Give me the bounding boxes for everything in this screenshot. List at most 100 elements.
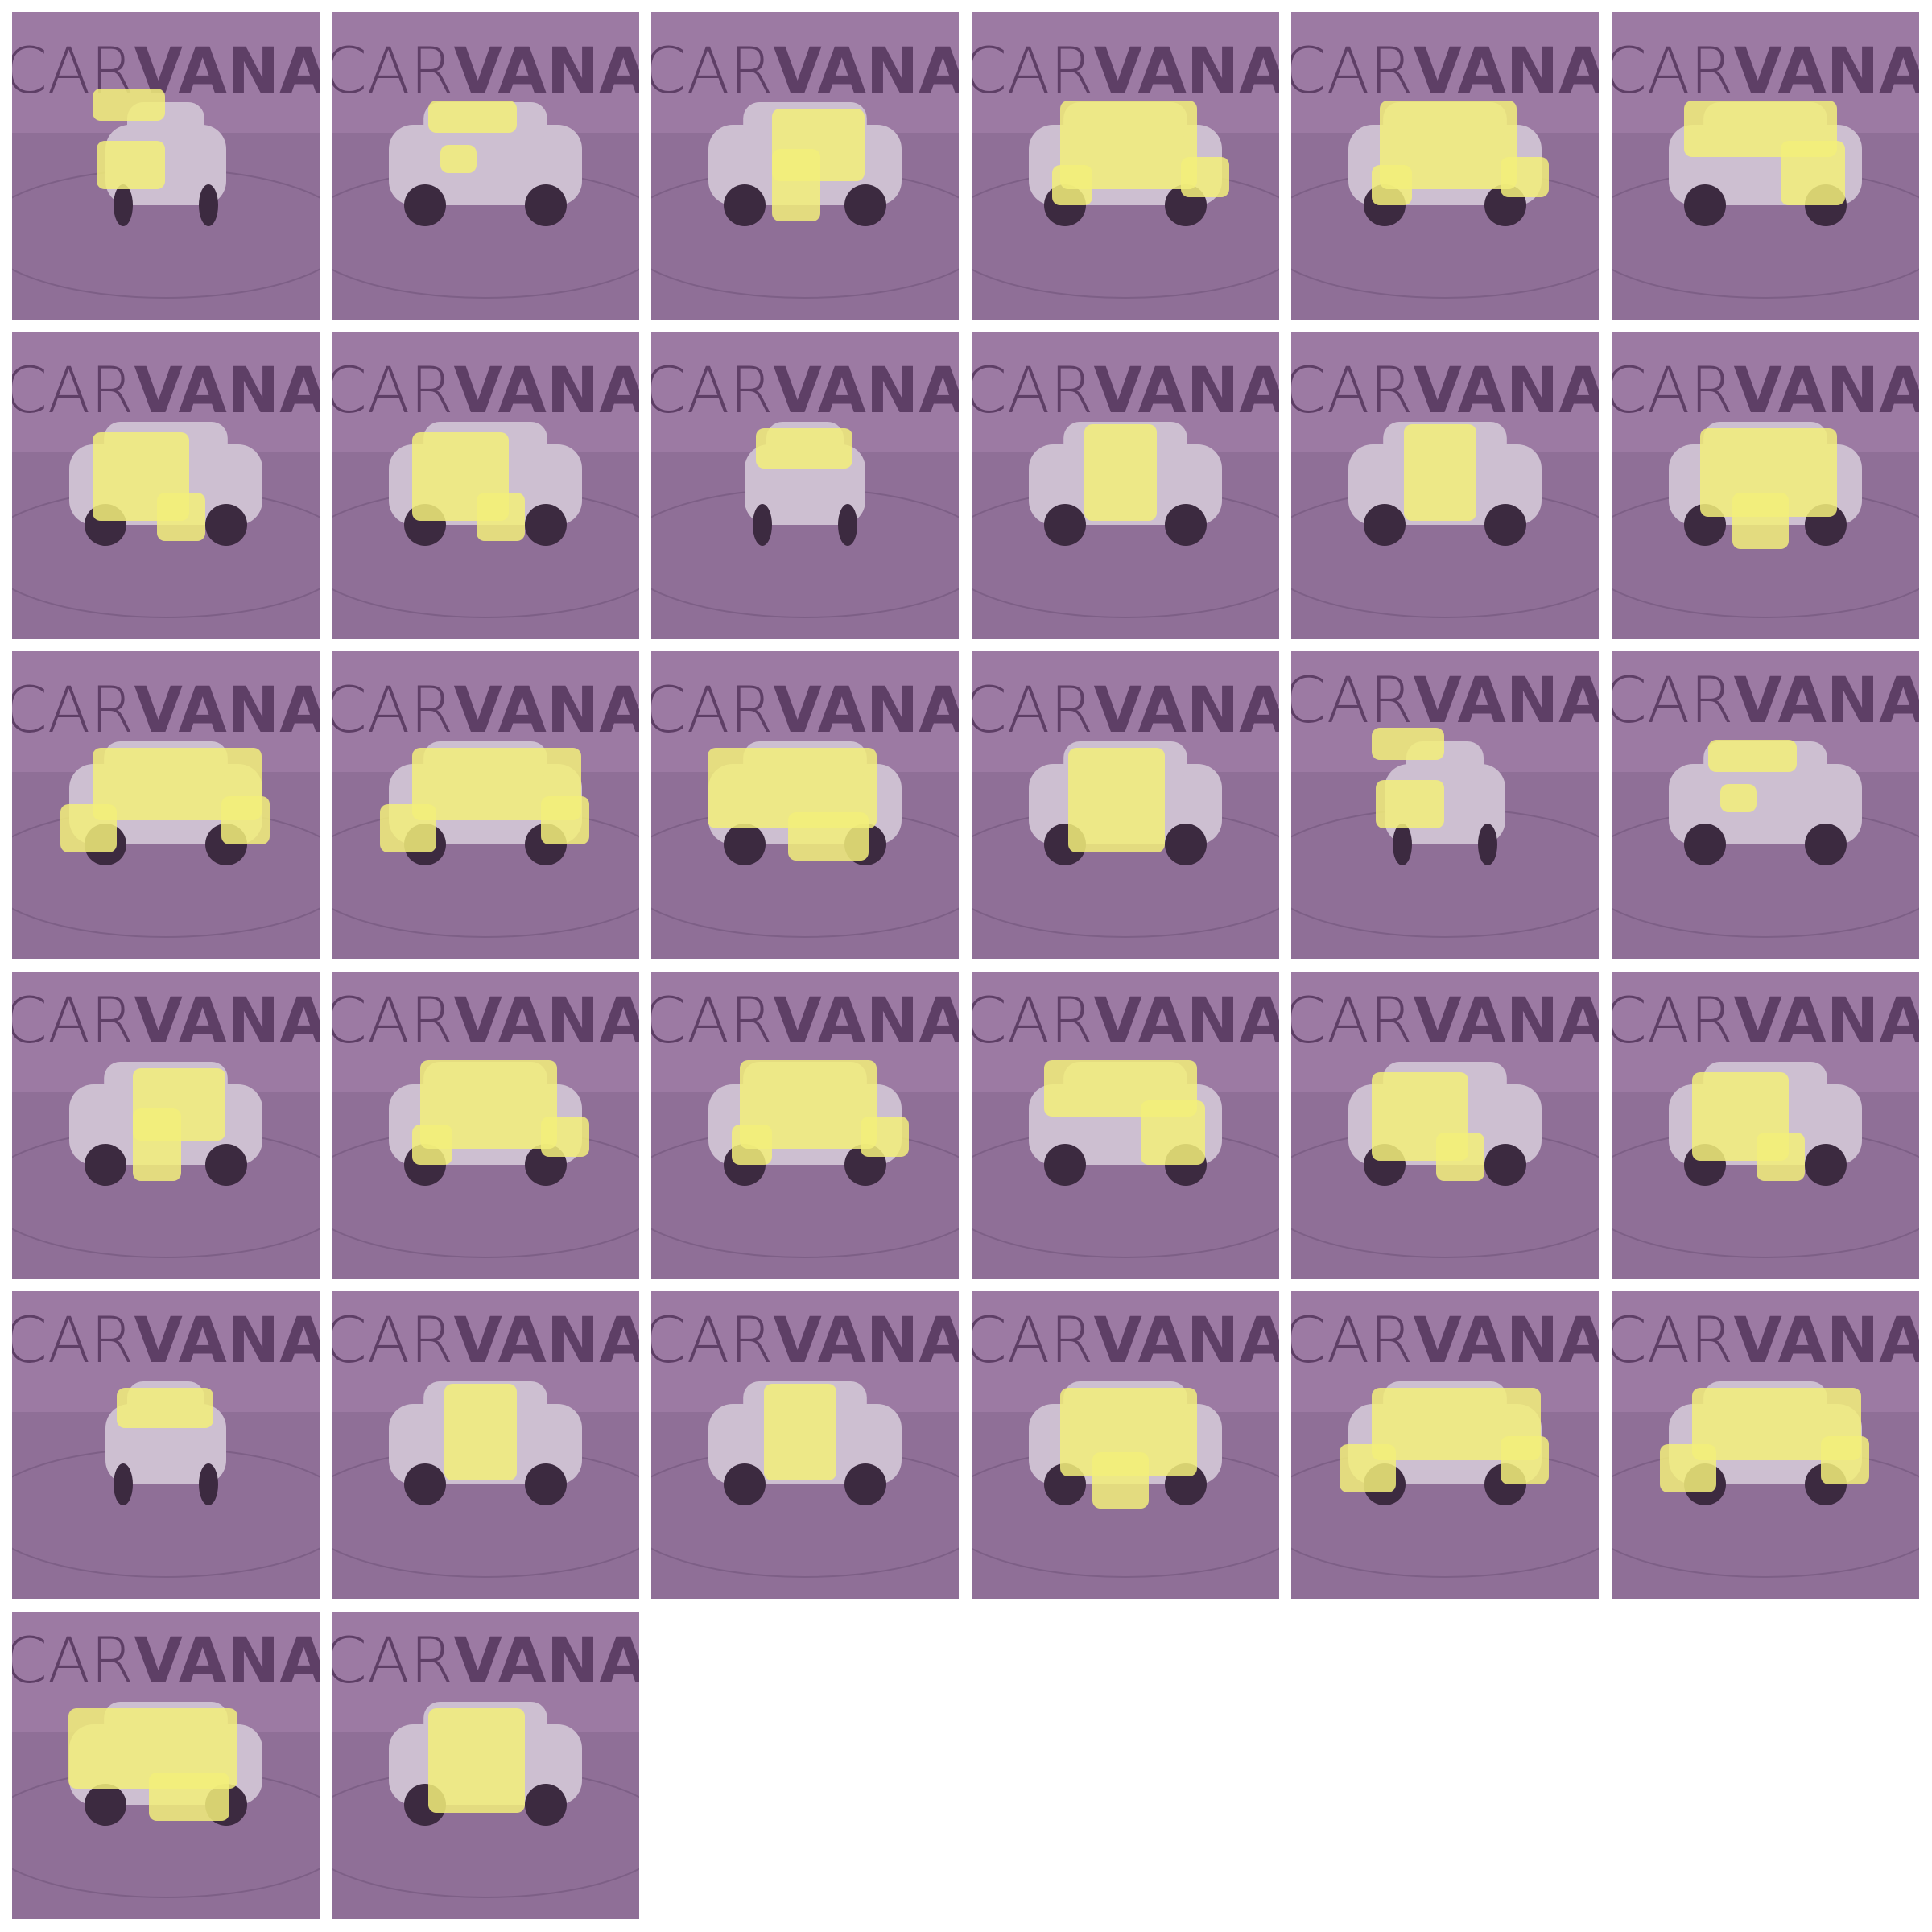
wheel — [724, 824, 766, 865]
logo-thin-text: CAR — [1291, 1305, 1413, 1377]
logo-bold-text: VANA — [1733, 1305, 1919, 1377]
logo-thin-text: CAR — [972, 1305, 1093, 1377]
logo-thin-text: CAR — [972, 35, 1093, 108]
car-image: CARVANA — [1291, 332, 1599, 639]
mask-region — [1068, 748, 1165, 852]
carvana-logo: CARVANA — [1291, 355, 1599, 427]
logo-bold-text: VANA — [773, 1305, 959, 1377]
carvana-logo: CARVANA — [651, 35, 959, 108]
car-image: CARVANA — [651, 972, 959, 1279]
carvana-logo: CARVANA — [972, 355, 1279, 427]
logo-thin-text: CAR — [1612, 1305, 1733, 1377]
wheel — [85, 1144, 126, 1186]
wheel — [1805, 824, 1847, 865]
mask-region — [1060, 101, 1197, 189]
car-image: CARVANA — [332, 12, 639, 320]
mask-region — [117, 1388, 213, 1428]
logo-thin-text: CAR — [651, 355, 773, 427]
mask-region — [440, 145, 477, 173]
mask-region — [764, 1384, 836, 1480]
car-image: CARVANA — [332, 1291, 639, 1599]
carvana-logo: CARVANA — [1612, 985, 1919, 1058]
logo-bold-text: VANA — [134, 985, 320, 1058]
logo-bold-text: VANA — [773, 985, 959, 1058]
logo-bold-text: VANA — [773, 675, 959, 747]
logo-bold-text: VANA — [1733, 985, 1919, 1058]
car-image: CARVANA — [12, 651, 320, 959]
logo-thin-text: CAR — [12, 1305, 134, 1377]
carvana-logo: CARVANA — [332, 675, 639, 747]
grid-tile: CARVANA — [1612, 332, 1919, 639]
mask-region — [1732, 493, 1789, 549]
logo-bold-text: VANA — [1093, 35, 1279, 108]
logo-thin-text: CAR — [12, 355, 134, 427]
carvana-logo: CARVANA — [12, 675, 320, 747]
car-image: CARVANA — [332, 651, 639, 959]
logo-thin-text: CAR — [1612, 665, 1733, 737]
grid-tile: CARVANA — [1291, 972, 1599, 1279]
mask-region — [772, 149, 820, 221]
logo-thin-text: CAR — [12, 985, 134, 1058]
carvana-logo: CARVANA — [1291, 665, 1599, 737]
car-image: CARVANA — [12, 12, 320, 320]
carvana-logo: CARVANA — [332, 985, 639, 1058]
car-image: CARVANA — [12, 972, 320, 1279]
mask-region — [541, 1117, 589, 1157]
car-image: CARVANA — [12, 1612, 320, 1919]
wheel — [404, 1463, 446, 1505]
carvana-logo: CARVANA — [1612, 355, 1919, 427]
logo-bold-text: VANA — [1413, 985, 1599, 1058]
grid-tile: CARVANA — [972, 972, 1279, 1279]
logo-bold-text: VANA — [453, 1305, 639, 1377]
grid-tile: CARVANA — [651, 972, 959, 1279]
grid-tile: CARVANA — [12, 12, 320, 320]
car-image: CARVANA — [972, 332, 1279, 639]
wheel — [199, 1463, 218, 1505]
mask-region — [1720, 784, 1757, 812]
carvana-logo: CARVANA — [12, 35, 320, 108]
mask-region — [1052, 165, 1092, 205]
wheel — [1478, 824, 1497, 865]
wheel — [525, 1784, 567, 1826]
grid-tile: CARVANA — [1612, 1291, 1919, 1599]
wheel — [1044, 504, 1086, 546]
mask-region — [93, 748, 262, 820]
grid-tile: CARVANA — [332, 12, 639, 320]
grid-tile: CARVANA — [332, 972, 639, 1279]
logo-bold-text: VANA — [134, 355, 320, 427]
logo-bold-text: VANA — [1093, 675, 1279, 747]
carvana-logo: CARVANA — [651, 675, 959, 747]
wheel — [114, 1463, 133, 1505]
wheel — [114, 184, 133, 226]
mask-region — [732, 1125, 772, 1165]
car-image: CARVANA — [651, 12, 959, 320]
carvana-logo: CARVANA — [1612, 1305, 1919, 1377]
carvana-logo: CARVANA — [972, 675, 1279, 747]
car-image: CARVANA — [651, 651, 959, 959]
mask-region — [149, 1773, 229, 1821]
wheel — [1484, 504, 1526, 546]
mask-region — [1376, 780, 1444, 828]
grid-tile: CARVANA — [1291, 1291, 1599, 1599]
logo-bold-text: VANA — [134, 675, 320, 747]
mask-region — [1380, 101, 1517, 189]
logo-thin-text: CAR — [651, 1305, 773, 1377]
logo-thin-text: CAR — [12, 1625, 134, 1698]
carvana-logo: CARVANA — [651, 355, 959, 427]
mask-region — [541, 796, 589, 844]
grid-tile: CARVANA — [972, 1291, 1279, 1599]
grid-tile: CARVANA — [651, 651, 959, 959]
mask-region — [1372, 165, 1412, 205]
car-image: CARVANA — [1291, 1291, 1599, 1599]
carvana-logo: CARVANA — [332, 35, 639, 108]
wheel — [1805, 1144, 1847, 1186]
logo-bold-text: VANA — [453, 985, 639, 1058]
logo-thin-text: CAR — [12, 675, 134, 747]
logo-bold-text: VANA — [453, 35, 639, 108]
carvana-logo: CARVANA — [12, 1625, 320, 1698]
wheel — [525, 504, 567, 546]
carvana-logo: CARVANA — [12, 355, 320, 427]
grid-tile: CARVANA — [972, 332, 1279, 639]
car-image: CARVANA — [651, 1291, 959, 1599]
wheel — [844, 184, 886, 226]
